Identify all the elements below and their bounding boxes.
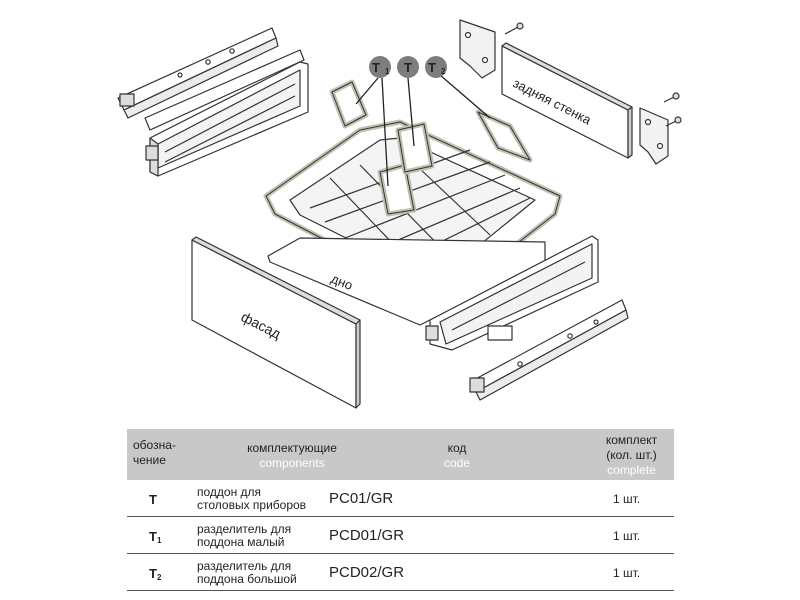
right-drawer-runner [469, 299, 629, 401]
row-quantity: 1 шт. [613, 492, 641, 506]
header-components: комплектующие components [247, 441, 337, 470]
callout-t: T [397, 56, 419, 78]
table-row: T поддон для столовых приборов PC01/GR 1… [127, 480, 674, 517]
svg-text:T: T [428, 60, 436, 75]
table-row: T2 разделитель для поддона большой PCD02… [127, 554, 674, 591]
left-drawer-runner [117, 27, 305, 131]
table-header: обозна- чение комплектующие components к… [127, 429, 674, 480]
back-bracket-right [639, 92, 682, 165]
row-symbol: T [149, 492, 157, 507]
row-quantity: 1 шт. [613, 566, 641, 580]
row-quantity: 1 шт. [613, 529, 641, 543]
callout-t2: T 2 [425, 56, 447, 78]
row-description: разделитель для поддона большой [197, 559, 297, 586]
row-code: PCD01/GR [329, 527, 405, 544]
svg-text:1: 1 [385, 67, 390, 76]
row-symbol: T1 [149, 529, 162, 545]
exploded-drawer-diagram: дно T 1 [117, 19, 682, 409]
header-designation: обозна- чение [133, 438, 176, 467]
callout-leaders [355, 74, 491, 187]
large-divider-t2 [475, 109, 533, 163]
components-table: обозна- чение комплектующие components к… [127, 429, 674, 591]
small-divider-t1-inside [377, 162, 417, 217]
row-description: разделитель для поддона малый [197, 522, 292, 549]
row-symbol: T2 [149, 566, 162, 582]
callout-t1: T 1 [369, 56, 391, 78]
divider-t-inside [395, 121, 435, 175]
front-panel: фасад [191, 236, 361, 409]
svg-text:2: 2 [441, 67, 446, 76]
small-divider-t1-left [329, 79, 369, 129]
right-drawer-side [425, 235, 599, 351]
row-code: PC01/GR [329, 490, 394, 507]
left-drawer-side [145, 61, 309, 177]
svg-text:T: T [372, 60, 380, 75]
row-description: поддон для столовых приборов [197, 485, 307, 512]
svg-text:T: T [404, 60, 412, 75]
back-bracket-left [459, 19, 524, 79]
header-set: комплект (кол. шт.) complete [605, 433, 658, 477]
header-code: код code [443, 441, 471, 470]
row-code: PCD02/GR [329, 564, 405, 581]
table-row: T1 разделитель для поддона малый PCD01/G… [127, 517, 674, 554]
